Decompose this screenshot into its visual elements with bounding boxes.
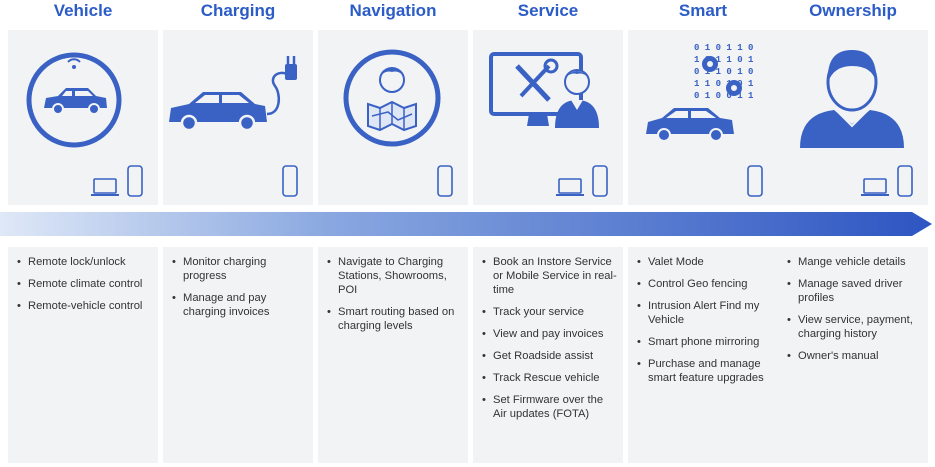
feature-list-panel: Monitor charging progress Manage and pay…	[163, 247, 313, 463]
column-title: Navigation	[349, 1, 437, 20]
svg-text:1 1 0 1 0 1: 1 1 0 1 0 1	[694, 79, 754, 89]
list-item: Monitor charging progress	[172, 255, 307, 283]
column-title: Vehicle	[53, 1, 113, 20]
list-item: Intrusion Alert Find my Vehicle	[637, 299, 772, 327]
feature-list: Valet Mode Control Geo fencing Intrusion…	[628, 247, 778, 385]
laptop-icon	[556, 178, 584, 196]
smart-car-binary-icon: 0 1 0 1 1 0 1 0 1 1 0 1 0 1 1 0 1 0 1 1 …	[646, 43, 754, 142]
laptop-icon	[91, 178, 119, 196]
list-item: Remote lock/unlock	[17, 255, 152, 269]
feature-list: Remote lock/unlock Remote climate contro…	[8, 247, 158, 313]
list-item: Track Rescue vehicle	[482, 371, 617, 385]
phone-icon	[592, 165, 608, 197]
car-charging-plug-icon	[169, 56, 297, 132]
column-title: Ownership	[809, 1, 897, 20]
progress-arrow	[0, 212, 932, 236]
list-item: Get Roadside assist	[482, 349, 617, 363]
owner-person-icon	[800, 50, 904, 148]
list-item: Remote climate control	[17, 277, 152, 291]
feature-list: Monitor charging progress Manage and pay…	[163, 247, 313, 319]
list-item: Owner's manual	[787, 349, 922, 363]
svg-text:0 1 1 0 1 0: 0 1 1 0 1 0	[694, 67, 753, 77]
service-technician-icon	[489, 52, 599, 128]
phone-icon	[127, 165, 143, 197]
column-title: Service	[517, 1, 579, 20]
list-item: Control Geo fencing	[637, 277, 772, 291]
feature-list: Mange vehicle details Manage saved drive…	[778, 247, 928, 363]
list-item: Navigate to Charging Stations, Showrooms…	[327, 255, 462, 297]
column-title: Charging	[200, 1, 276, 20]
feature-list-panel: Remote lock/unlock Remote climate contro…	[8, 247, 158, 463]
list-item: Smart routing based on charging levels	[327, 305, 462, 333]
list-item: Manage saved driver profiles	[787, 277, 922, 305]
svg-text:0 1 0 1 1 0: 0 1 0 1 1 0	[694, 43, 753, 53]
list-item: Smart phone mirroring	[637, 335, 772, 349]
car-wifi-icon	[26, 52, 122, 148]
feature-list: Navigate to Charging Stations, Showrooms…	[318, 247, 468, 333]
feature-card: 0 1 0 1 1 0 1 0 1 1 0 1 0 1 1 0 1 0 1 1 …	[628, 30, 778, 205]
list-item: Mange vehicle details	[787, 255, 922, 269]
column-title: Smart	[678, 1, 728, 20]
list-item: Remote-vehicle control	[17, 299, 152, 313]
list-item: Valet Mode	[637, 255, 772, 269]
feature-list-panel: Mange vehicle details Manage saved drive…	[778, 247, 928, 463]
person-map-icon	[343, 49, 441, 147]
list-item: View service, payment, charging history	[787, 313, 922, 341]
phone-icon	[897, 165, 913, 197]
feature-card	[778, 30, 928, 205]
list-item: Set Firmware over the Air updates (FOTA)	[482, 393, 617, 421]
feature-list-panel: Navigate to Charging Stations, Showrooms…	[318, 247, 468, 463]
feature-card	[318, 30, 468, 205]
feature-card	[473, 30, 623, 205]
phone-icon	[437, 165, 453, 197]
laptop-icon	[861, 178, 889, 196]
list-item: Manage and pay charging invoices	[172, 291, 307, 319]
list-item: View and pay invoices	[482, 327, 617, 341]
feature-list: Book an Instore Service or Mobile Servic…	[473, 247, 623, 421]
list-item: Track your service	[482, 305, 617, 319]
phone-icon	[282, 165, 298, 197]
svg-text:1 0 1 1 0 1: 1 0 1 1 0 1	[694, 55, 754, 65]
phone-icon	[747, 165, 763, 197]
list-item: Book an Instore Service or Mobile Servic…	[482, 255, 617, 297]
feature-card	[163, 30, 313, 205]
list-item: Purchase and manage smart feature upgrad…	[637, 357, 772, 385]
feature-list-panel: Valet Mode Control Geo fencing Intrusion…	[628, 247, 778, 463]
svg-text:0 1 0 0 1 1: 0 1 0 0 1 1	[694, 91, 754, 101]
feature-list-panel: Book an Instore Service or Mobile Servic…	[473, 247, 623, 463]
feature-card	[8, 30, 158, 205]
